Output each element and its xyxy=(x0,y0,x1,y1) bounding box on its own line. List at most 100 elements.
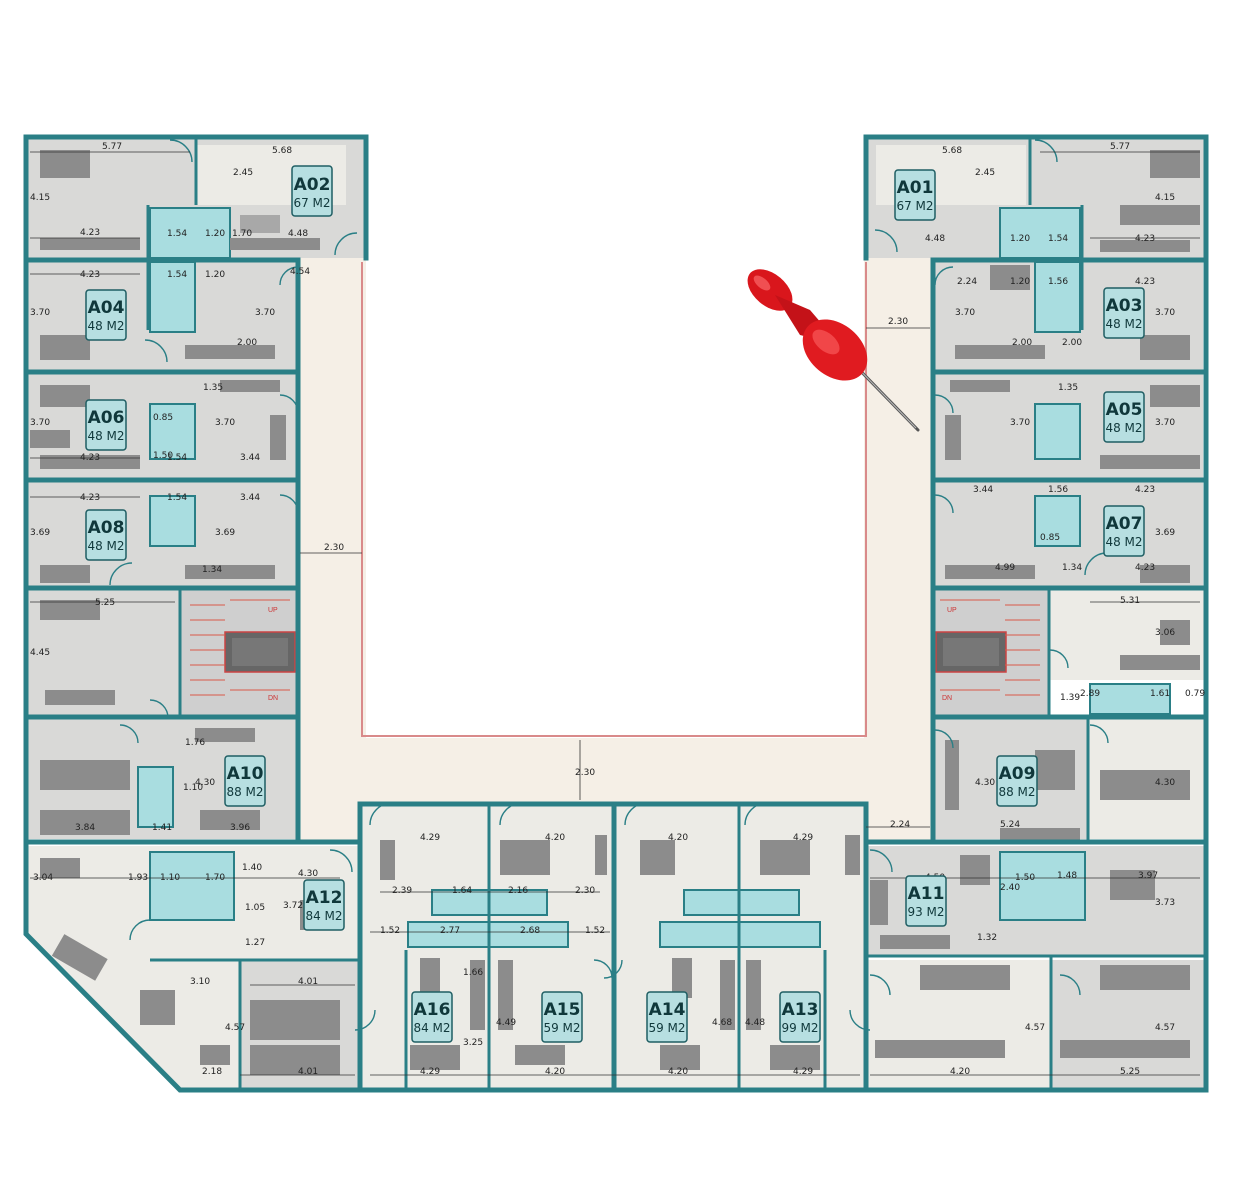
dim-label: 2.30 xyxy=(575,886,595,896)
dim-label: 1.54 xyxy=(167,229,187,239)
dim-label: 1.41 xyxy=(152,823,172,833)
dim-label: 3.04 xyxy=(33,873,53,883)
dim-label: 1.54 xyxy=(167,453,187,463)
dim-label: 4.01 xyxy=(298,1067,318,1077)
unit-tag-a13: A13 99 M2 xyxy=(779,991,821,1043)
dim-label: 3.70 xyxy=(30,418,50,428)
unit-tag-a01: A01 67 M2 xyxy=(894,169,936,221)
stair-left-up: UP xyxy=(268,607,278,614)
dim-label: 4.15 xyxy=(30,193,50,203)
dim-label: 1.48 xyxy=(1057,871,1077,881)
dim-label: 4.57 xyxy=(1025,1023,1045,1033)
dim-label: 4.57 xyxy=(1155,1023,1175,1033)
dim-label: 3.70 xyxy=(215,418,235,428)
corridor xyxy=(297,258,933,800)
dim-label: 4.68 xyxy=(712,1018,732,1028)
unit-area: 67 M2 xyxy=(896,199,933,213)
dim-label: 4.15 xyxy=(1155,193,1175,203)
dim-label: 2.18 xyxy=(202,1067,222,1077)
dim-label: 2.30 xyxy=(888,317,908,327)
dim-label: 4.20 xyxy=(668,1067,688,1077)
dim-label: 3.44 xyxy=(240,493,260,503)
dim-label: 1.20 xyxy=(205,229,225,239)
dim-label: 4.29 xyxy=(793,833,813,843)
dim-label: 3.72 xyxy=(283,901,303,911)
unit-area: 84 M2 xyxy=(413,1021,450,1035)
unit-id: A16 xyxy=(414,1000,451,1020)
dim-label: 2.77 xyxy=(440,926,460,936)
dim-label: 4.23 xyxy=(1135,277,1155,287)
dim-label: 1.61 xyxy=(1150,689,1170,699)
stair-left-dn: DN xyxy=(268,695,278,702)
unit-id: A11 xyxy=(908,884,945,904)
dim-label: 1.05 xyxy=(245,903,265,913)
dim-label: 1.39 xyxy=(1060,693,1080,703)
dim-label: 5.68 xyxy=(272,146,292,156)
dim-label: 3.84 xyxy=(75,823,95,833)
courtyard-edge xyxy=(361,262,867,737)
dimension-lines xyxy=(30,151,1200,1076)
dim-label: 5.25 xyxy=(1120,1067,1140,1077)
red-pushpin-icon xyxy=(747,269,920,432)
dim-label: 2.00 xyxy=(1012,338,1032,348)
unit-area: 84 M2 xyxy=(305,909,342,923)
unit-id: A12 xyxy=(306,888,343,908)
dim-label: 1.52 xyxy=(585,926,605,936)
dim-label: 1.54 xyxy=(1048,234,1068,244)
dim-label: 2.24 xyxy=(890,820,910,830)
unit-tag-a15: A15 59 M2 xyxy=(541,991,583,1043)
dim-label: 4.29 xyxy=(420,1067,440,1077)
dim-label: 1.52 xyxy=(380,926,400,936)
dim-label: 2.30 xyxy=(575,768,595,778)
dim-label: 1.56 xyxy=(1048,277,1068,287)
unit-id: A07 xyxy=(1106,514,1143,534)
dim-label: 3.70 xyxy=(1010,418,1030,428)
dim-label: 4.57 xyxy=(225,1023,245,1033)
dim-label: 2.39 xyxy=(392,886,412,896)
dim-label: 5.31 xyxy=(1120,596,1140,606)
dim-label: 2.40 xyxy=(1000,883,1020,893)
dim-label: 5.77 xyxy=(102,142,122,152)
dim-label: 3.44 xyxy=(240,453,260,463)
dim-label: 1.34 xyxy=(1062,563,1082,573)
unit-area: 67 M2 xyxy=(293,196,330,210)
dim-label: 4.20 xyxy=(668,833,688,843)
dim-label: 4.23 xyxy=(80,493,100,503)
dim-label: 3.69 xyxy=(30,528,50,538)
dim-label: 2.45 xyxy=(233,168,253,178)
dim-label: 1.35 xyxy=(203,383,223,393)
dim-label: 4.23 xyxy=(80,228,100,238)
unit-id: A02 xyxy=(294,175,331,195)
left-wing xyxy=(26,137,366,1090)
dim-label: 2.45 xyxy=(975,168,995,178)
dim-label: 1.35 xyxy=(1058,383,1078,393)
unit-tag-a05: A05 48 M2 xyxy=(1103,391,1145,443)
dim-label: 4.45 xyxy=(30,648,50,658)
unit-tag-a10: A10 88 M2 xyxy=(224,755,266,807)
dim-label: 2.68 xyxy=(520,926,540,936)
dim-label: 3.70 xyxy=(255,308,275,318)
dim-label: 4.01 xyxy=(298,977,318,987)
dim-label: 1.32 xyxy=(977,933,997,943)
dim-label: 4.23 xyxy=(1135,234,1155,244)
dim-label: 5.25 xyxy=(95,598,115,608)
unit-tag-a07: A07 48 M2 xyxy=(1103,505,1145,557)
dim-label: 1.54 xyxy=(167,493,187,503)
dim-label: 4.49 xyxy=(496,1018,516,1028)
unit-tag-a02: A02 67 M2 xyxy=(291,165,333,217)
dim-label: 1.93 xyxy=(128,873,148,883)
dim-label: 4.20 xyxy=(545,833,565,843)
unit-area: 48 M2 xyxy=(1105,421,1142,435)
dim-label: 4.48 xyxy=(925,234,945,244)
stair-right-up: UP xyxy=(947,607,957,614)
dim-label: 2.16 xyxy=(508,886,528,896)
dim-label: 5.68 xyxy=(942,146,962,156)
dim-label: 1.54 xyxy=(167,270,187,280)
dim-label: 1.70 xyxy=(205,873,225,883)
unit-tag-a03: A03 48 M2 xyxy=(1103,287,1145,339)
dim-label: 1.20 xyxy=(205,270,225,280)
dim-label: 4.29 xyxy=(793,1067,813,1077)
dim-label: 4.99 xyxy=(995,563,1015,573)
dim-label: 3.70 xyxy=(955,308,975,318)
